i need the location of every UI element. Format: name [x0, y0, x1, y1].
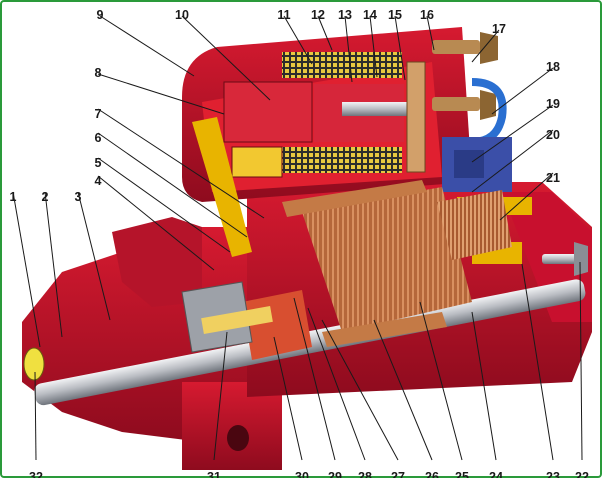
hold-winding	[282, 52, 402, 78]
drive-lever	[192, 117, 252, 257]
callout-leader-14	[369, 15, 378, 78]
callout-leader-2	[44, 191, 63, 338]
solenoid-spring-area	[231, 146, 283, 178]
callout-leader-9	[99, 15, 195, 77]
callout-4: 4	[95, 174, 102, 188]
terminal-nut-upper	[480, 32, 498, 64]
callout-17: 17	[492, 22, 506, 36]
callout-8: 8	[95, 66, 102, 80]
callout-leader-29	[293, 297, 336, 461]
terminal-bolt-upper	[432, 40, 480, 54]
callout-leader-26	[373, 319, 433, 461]
callout-3: 3	[75, 190, 82, 204]
callout-leader-20	[471, 129, 554, 193]
callout-13: 13	[338, 8, 352, 22]
callout-leader-18	[491, 67, 554, 115]
armature-core	[302, 187, 472, 332]
callout-leader-12	[317, 15, 333, 51]
callout-26: 26	[425, 470, 439, 478]
callout-leader-7	[97, 108, 265, 219]
callout-leader-17	[471, 29, 500, 63]
callout-leader-6	[97, 132, 248, 238]
terminal-nut-lower	[480, 90, 496, 120]
solenoid-rod	[342, 102, 412, 116]
callout-2: 2	[42, 190, 49, 204]
callout-12: 12	[311, 8, 325, 22]
field-winding-upper	[282, 180, 427, 217]
callout-16: 16	[420, 8, 434, 22]
through-bolt-nut	[574, 242, 588, 276]
callout-leader-31	[213, 331, 228, 461]
callout-10: 10	[175, 8, 189, 22]
callout-leader-27	[321, 319, 399, 461]
callout-21: 21	[546, 171, 560, 185]
callout-11: 11	[277, 8, 290, 22]
callout-leader-30	[273, 336, 303, 461]
callout-18: 18	[546, 60, 560, 74]
callout-24: 24	[489, 470, 503, 478]
callout-leader-23	[521, 263, 554, 461]
terminal-bolt-lower	[432, 97, 480, 111]
callout-leader-10	[181, 15, 271, 101]
callout-19: 19	[546, 97, 560, 111]
callout-leader-13	[344, 15, 353, 83]
solenoid-plunger	[223, 81, 313, 143]
callout-leader-5	[97, 157, 231, 253]
callout-leader-22	[579, 261, 583, 461]
callout-leader-28	[307, 307, 366, 461]
clutch-spring	[201, 306, 273, 334]
drive-assembly	[23, 117, 312, 381]
commutator	[437, 190, 512, 260]
callout-leader-11	[283, 15, 313, 65]
callout-14: 14	[363, 8, 377, 22]
callout-31: 31	[207, 470, 221, 478]
callout-leader-1	[12, 191, 41, 348]
callout-32: 32	[29, 470, 43, 478]
contact-plate	[406, 61, 426, 173]
pull-winding	[282, 147, 402, 173]
callout-1: 1	[10, 190, 17, 204]
overrunning-clutch	[242, 290, 312, 360]
callout-22: 22	[575, 470, 589, 478]
solenoid	[223, 52, 426, 178]
field-winding-lower	[322, 312, 447, 347]
callout-leaders	[12, 15, 583, 461]
mounting-flange	[112, 217, 202, 307]
callout-leader-32	[34, 371, 37, 461]
mounting-boss	[182, 382, 282, 470]
callout-28: 28	[358, 470, 372, 478]
callout-leader-24	[471, 311, 497, 461]
callout-leader-15	[394, 15, 406, 81]
shaft-end-bushing	[23, 347, 45, 381]
callout-leader-19	[471, 104, 554, 163]
callout-leader-21	[499, 172, 554, 221]
callout-20: 20	[546, 128, 560, 142]
callout-29: 29	[328, 470, 342, 478]
callout-25: 25	[455, 470, 469, 478]
callout-30: 30	[295, 470, 309, 478]
callout-15: 15	[388, 8, 402, 22]
mounting-hole	[227, 425, 249, 451]
callout-7: 7	[95, 107, 102, 121]
callout-5: 5	[95, 156, 102, 170]
callout-23: 23	[546, 470, 560, 478]
brush-upper	[454, 150, 484, 178]
callout-leader-8	[97, 73, 225, 115]
callout-27: 27	[391, 470, 405, 478]
callout-9: 9	[97, 8, 104, 22]
callout-6: 6	[95, 131, 102, 145]
callout-leader-25	[419, 301, 463, 461]
callout-leader-16	[426, 15, 435, 51]
end-stud	[542, 242, 588, 276]
callout-leader-3	[77, 191, 111, 321]
callout-leader-4	[97, 175, 215, 271]
